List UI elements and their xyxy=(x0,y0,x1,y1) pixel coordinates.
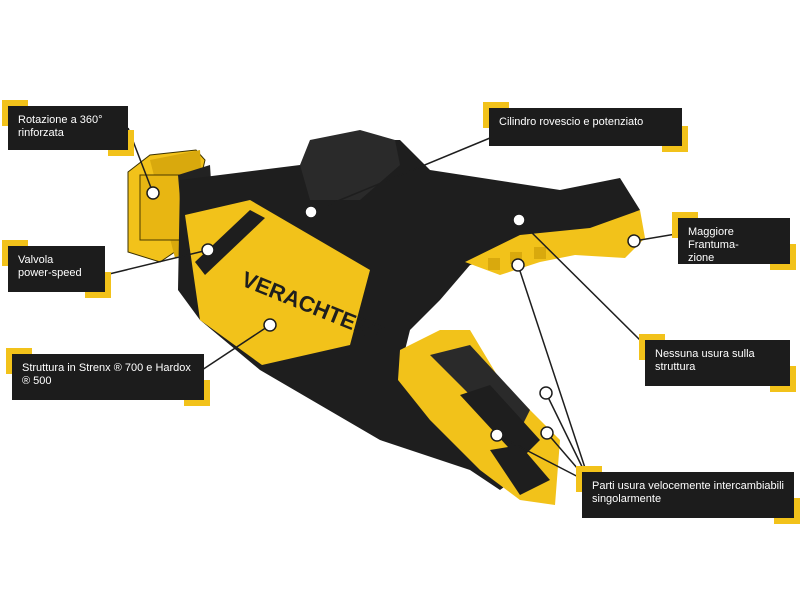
crusher-body: VERACHTERT xyxy=(178,130,645,505)
marker-cylinder xyxy=(304,205,318,219)
callout-crushing: Maggiore Frantuma- zione xyxy=(672,212,796,270)
marker-parts-4 xyxy=(490,428,504,442)
marker-parts-1 xyxy=(511,258,525,272)
callout-no-wear: Nessuna usura sulla struttura xyxy=(639,334,796,392)
callout-no-wear-text: Nessuna usura sulla struttura xyxy=(655,348,755,373)
marker-structure xyxy=(263,318,277,332)
callout-valve-text: Valvola power-speed xyxy=(18,254,82,279)
leader-lines xyxy=(104,127,677,484)
marker-valve xyxy=(201,243,215,257)
callout-rotation-text: Rotazione a 360° rinforzata xyxy=(18,114,103,139)
marker-crushing xyxy=(627,234,641,248)
marker-rotation xyxy=(146,186,160,200)
marker-parts-3 xyxy=(540,426,554,440)
marker-parts-2 xyxy=(539,386,553,400)
callout-structure-text: Struttura in Strenx ® 700 e Hardox ® 500 xyxy=(22,362,191,387)
callout-crushing-text: Maggiore Frantuma- zione xyxy=(688,226,739,264)
marker-no-wear xyxy=(512,213,526,227)
marker-dots xyxy=(146,186,641,442)
callout-valve: Valvola power-speed xyxy=(2,240,111,298)
callout-structure: Struttura in Strenx ® 700 e Hardox ® 500 xyxy=(6,348,210,406)
callout-parts-text: Parti usura velocemente intercambiabili … xyxy=(592,480,784,505)
callout-cylinder: Cilindro rovescio e potenziato xyxy=(483,102,688,152)
callout-cylinder-text: Cilindro rovescio e potenziato xyxy=(499,116,644,128)
callout-rotation: Rotazione a 360° rinforzata xyxy=(2,100,134,156)
callout-parts: Parti usura velocemente intercambiabili … xyxy=(576,466,800,524)
